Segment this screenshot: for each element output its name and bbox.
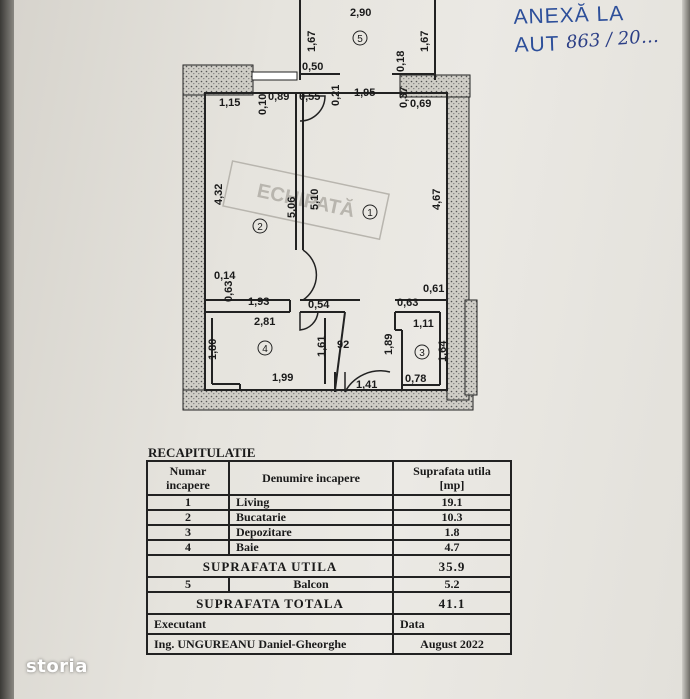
row-area: 1.8 <box>392 524 512 541</box>
table-header-row: Numar incapere Denumire incapere Suprafa… <box>146 460 512 496</box>
svg-text:1,61: 1,61 <box>316 336 328 357</box>
svg-text:0,37: 0,37 <box>398 87 410 108</box>
table-row: 3 Depozitare 1.8 <box>146 524 512 541</box>
executant-detail-row: Ing. UNGUREANU Daniel-Gheorghe August 20… <box>146 633 512 655</box>
date-value: August 2022 <box>392 633 512 655</box>
svg-text:0,18: 0,18 <box>395 51 407 72</box>
svg-text:1,64: 1,64 <box>437 340 449 362</box>
row-num: 2 <box>146 509 230 526</box>
svg-text:5: 5 <box>357 34 363 45</box>
useful-area-value: 35.9 <box>392 554 512 578</box>
svg-text:3: 3 <box>419 348 425 359</box>
svg-text:0,54: 0,54 <box>308 299 330 311</box>
svg-text:0,55: 0,55 <box>299 91 320 103</box>
recap-title: RECAPITULATIE <box>148 445 256 460</box>
total-area-label: SUPRAFATA TOTALA <box>146 591 394 615</box>
svg-text:1,15: 1,15 <box>219 97 240 109</box>
dimension-labels: 2,90 1,67 1,67 0,50 0,18 1,15 0,10 0,89 … <box>207 7 449 391</box>
svg-text:1,67: 1,67 <box>419 31 431 52</box>
row-name: Living <box>228 494 394 511</box>
page-left-shadow <box>0 0 14 699</box>
header-room-number: Numar incapere <box>146 460 230 496</box>
svg-text:4,67: 4,67 <box>431 189 443 210</box>
door-swings <box>299 95 391 393</box>
balcony-row: 5 Balcon 5.2 <box>146 576 512 593</box>
svg-text:1,41: 1,41 <box>356 379 377 391</box>
area-summary-table: Numar incapere Denumire incapere Suprafa… <box>146 460 512 655</box>
floor-plan: ECHIPATĂ <box>182 0 478 411</box>
svg-text:1,80: 1,80 <box>207 339 219 360</box>
row-area: 5.2 <box>392 576 512 593</box>
row-name: Balcon <box>228 576 394 593</box>
interior-walls <box>204 92 448 392</box>
svg-text:1,99: 1,99 <box>272 372 293 384</box>
page-right-shadow <box>682 0 690 699</box>
stamp-line-1: ANEXĂ LA <box>513 2 625 29</box>
table-row: 2 Bucatarie 10.3 <box>146 509 512 526</box>
total-area-value: 41.1 <box>392 591 512 615</box>
useful-area-label: SUPRAFATA UTILA <box>146 554 394 578</box>
row-area: 10.3 <box>392 509 512 526</box>
svg-text:4: 4 <box>262 344 268 355</box>
executant-label: Executant <box>146 613 394 635</box>
useful-area-row: SUPRAFATA UTILA 35.9 <box>146 554 512 578</box>
svg-text:1,95: 1,95 <box>354 87 375 99</box>
svg-text:5,06: 5,06 <box>286 197 298 218</box>
svg-text:1: 1 <box>367 208 373 219</box>
svg-text:0,63: 0,63 <box>223 281 235 302</box>
svg-text:0,21: 0,21 <box>330 85 342 106</box>
svg-text:92: 92 <box>337 339 349 351</box>
balcony-outline <box>251 0 436 81</box>
svg-text:4,32: 4,32 <box>213 184 225 205</box>
svg-text:1,93: 1,93 <box>248 296 269 308</box>
row-num: 4 <box>146 539 230 556</box>
executant-row: Executant Data <box>146 613 512 635</box>
row-area: 19.1 <box>392 494 512 511</box>
storia-logo: storia <box>26 656 88 677</box>
svg-text:1,67: 1,67 <box>306 31 318 52</box>
svg-text:0,61: 0,61 <box>423 283 444 295</box>
svg-text:0,63: 0,63 <box>397 297 418 309</box>
svg-text:0,10: 0,10 <box>257 94 269 115</box>
room-markers: 5 1 2 4 3 <box>252 30 430 360</box>
table-row: 1 Living 19.1 <box>146 494 512 511</box>
faint-stamp: ECHIPATĂ <box>222 160 390 241</box>
svg-text:2: 2 <box>257 222 263 233</box>
svg-text:2,81: 2,81 <box>254 316 275 328</box>
svg-text:0,14: 0,14 <box>214 270 236 282</box>
executant-name: Ing. UNGUREANU Daniel-Gheorghe <box>146 633 394 655</box>
date-label: Data <box>392 613 512 635</box>
row-num: 5 <box>146 576 230 593</box>
header-room-name: Denumire incapere <box>228 460 394 496</box>
svg-text:0,89: 0,89 <box>268 91 289 103</box>
svg-text:2,90: 2,90 <box>350 7 371 19</box>
exterior-walls <box>182 64 478 411</box>
svg-text:0,78: 0,78 <box>405 373 426 385</box>
svg-text:0,69: 0,69 <box>410 98 431 110</box>
table-row: 4 Baie 4.7 <box>146 539 512 556</box>
row-num: 1 <box>146 494 230 511</box>
svg-text:5,10: 5,10 <box>309 189 321 210</box>
svg-text:1,11: 1,11 <box>413 318 434 330</box>
row-num: 3 <box>146 524 230 541</box>
row-name: Baie <box>228 539 394 556</box>
row-area: 4.7 <box>392 539 512 556</box>
row-name: Bucatarie <box>228 509 394 526</box>
svg-text:0,50: 0,50 <box>302 61 323 73</box>
svg-text:1,89: 1,89 <box>383 334 395 355</box>
total-area-row: SUPRAFATA TOTALA 41.1 <box>146 591 512 615</box>
row-name: Depozitare <box>228 524 394 541</box>
header-useful-area: Suprafata utila [mp] <box>392 460 512 496</box>
